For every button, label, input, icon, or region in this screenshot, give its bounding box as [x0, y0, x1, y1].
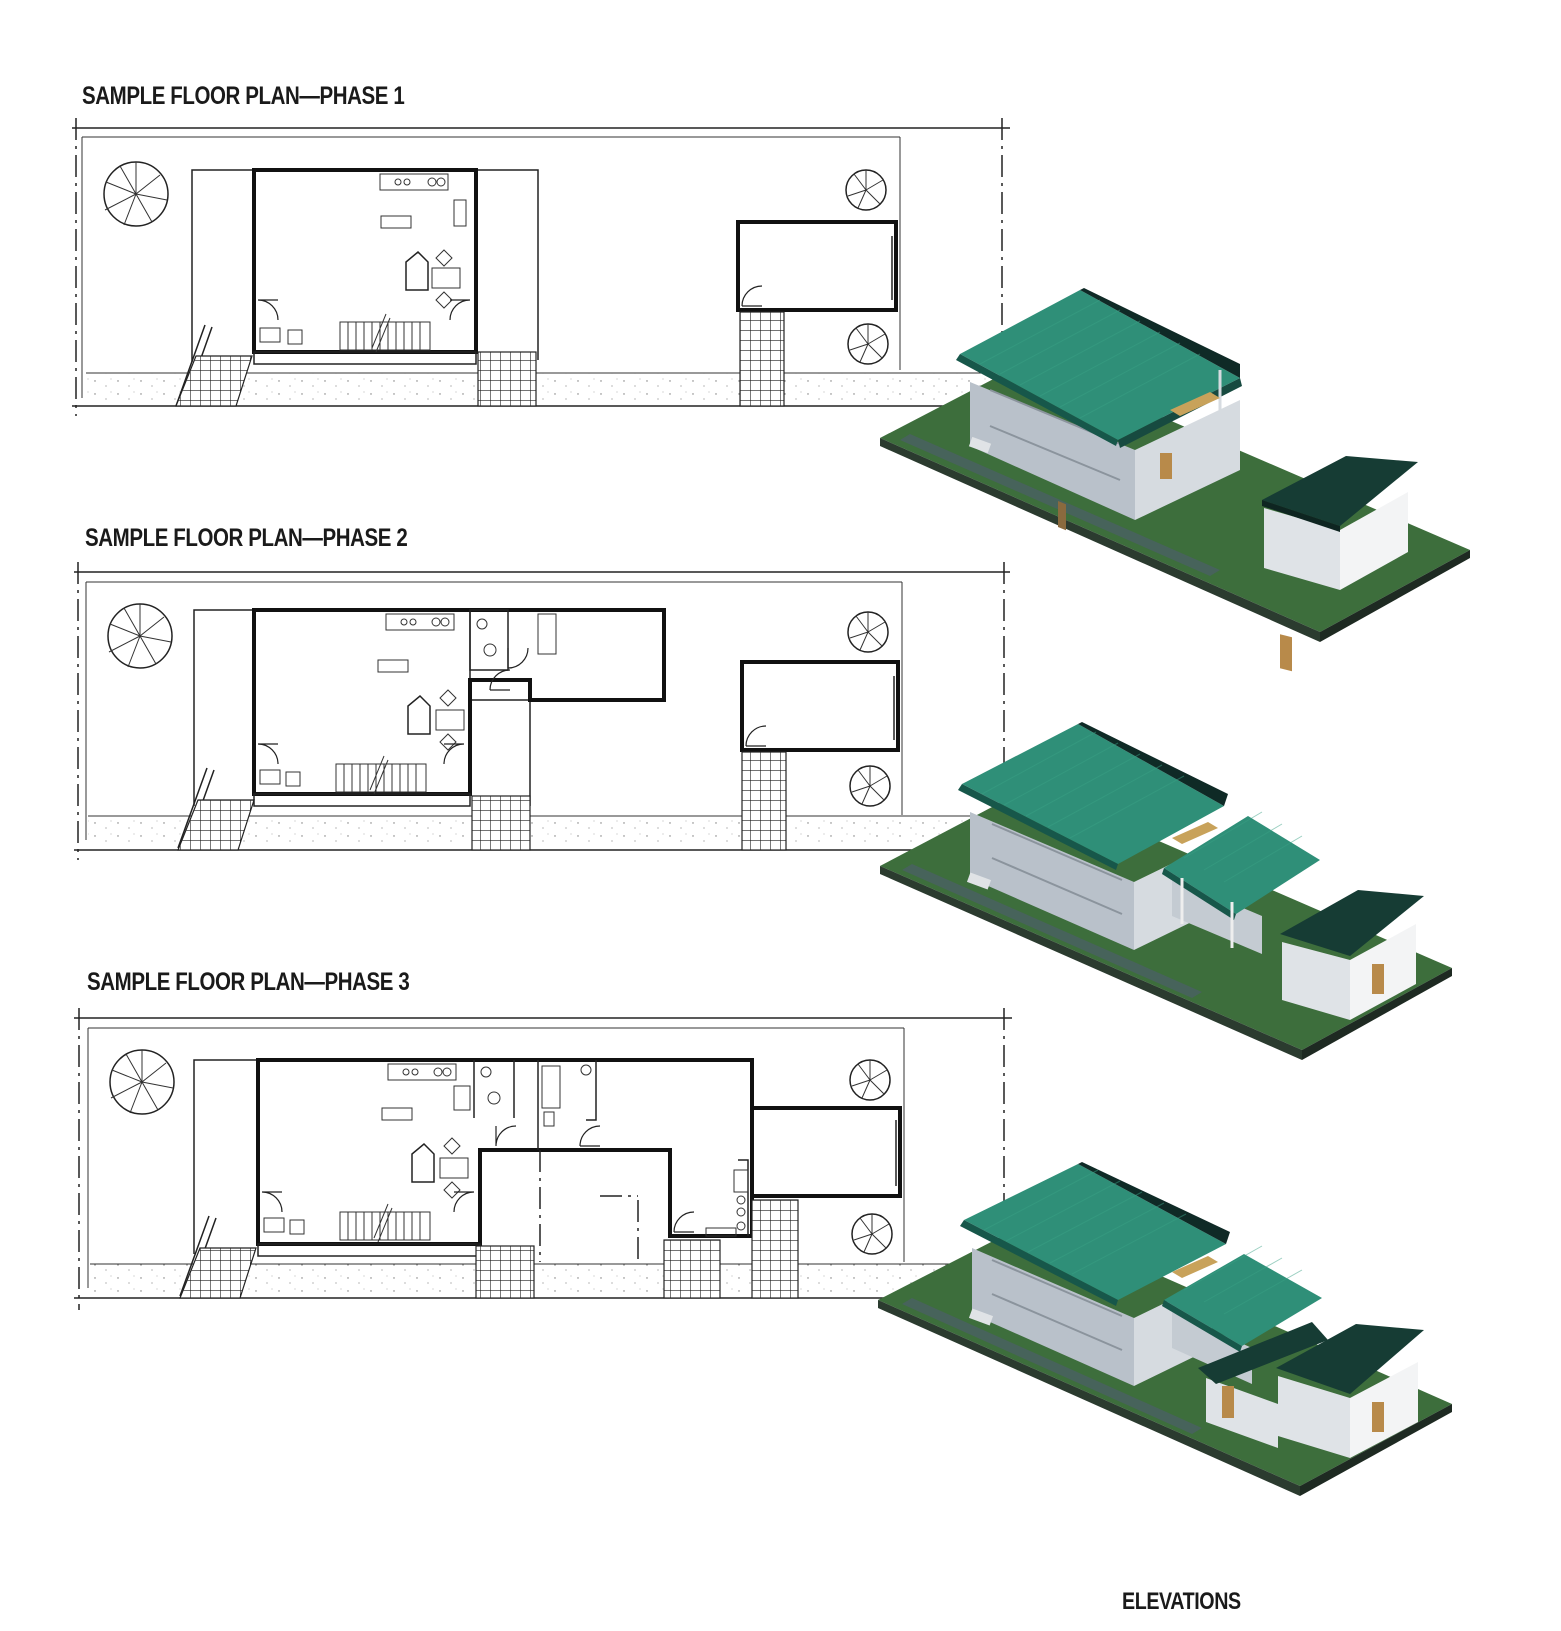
tree-icon	[849, 765, 891, 807]
tree-icon	[847, 323, 889, 365]
floor-plan-phase-2	[74, 562, 1010, 860]
garage-walls	[750, 1106, 902, 1198]
house-3d-icon	[880, 722, 1452, 1060]
elevations-label: ELEVATIONS	[1122, 1588, 1241, 1615]
plan-title-phase-1: SAMPLE FLOOR PLAN—PHASE 1	[82, 82, 405, 110]
plan-title-phase-3: SAMPLE FLOOR PLAN—PHASE 3	[87, 968, 410, 996]
tree-icon	[109, 1049, 175, 1115]
main-house-walls	[252, 608, 666, 796]
plan-title-phase-2: SAMPLE FLOOR PLAN—PHASE 2	[85, 524, 408, 552]
tree-icon	[107, 603, 173, 669]
tree-icon	[103, 161, 169, 227]
tree-icon	[851, 1213, 893, 1255]
tree-icon	[849, 1059, 891, 1101]
elevation-render-phase-3	[878, 1162, 1452, 1496]
floor-plan-phase-1	[72, 118, 1010, 416]
floor-plan-phase-3	[74, 1008, 1012, 1310]
tree-icon	[845, 169, 887, 211]
house-3d-icon	[880, 288, 1470, 672]
tree-icon	[847, 611, 889, 653]
elevation-render-phase-2	[880, 722, 1452, 1060]
elevation-render-phase-1	[880, 288, 1470, 672]
garage-walls	[740, 660, 900, 752]
main-house-walls	[256, 1058, 754, 1246]
main-house-walls	[252, 168, 478, 354]
garage-walls	[736, 220, 898, 312]
house-3d-icon	[878, 1162, 1452, 1496]
